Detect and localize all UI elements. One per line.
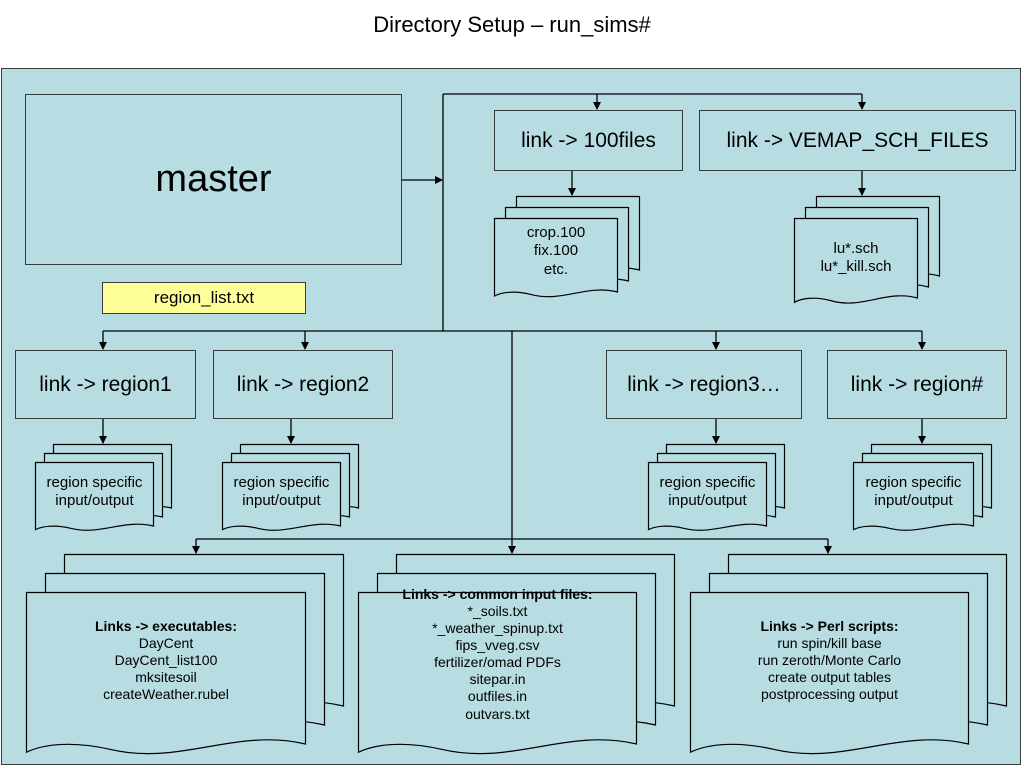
common-inputs-item: *_soils.txt	[467, 603, 528, 620]
document-page	[793, 217, 919, 304]
regionN-doc-line: region specific	[865, 474, 962, 491]
link-vemap-label: link -> VEMAP_SCH_FILES	[726, 128, 989, 152]
region-list-note[interactable]: region_list.txt	[102, 282, 306, 314]
executables-doc-text: Links -> executables: DayCent DayCent_li…	[26, 618, 306, 703]
executables-item: createWeather.rubel	[103, 686, 229, 703]
common-inputs-item: fips_vveg.csv	[455, 637, 540, 654]
region1-doc-stack[interactable]: region specific input/output	[34, 443, 173, 532]
perl-scripts-doc-stack[interactable]: Links -> Perl scripts: run spin/kill bas…	[689, 553, 1008, 755]
common-inputs-doc-stack-shape	[357, 553, 676, 755]
region2-doc-line: input/output	[242, 492, 321, 510]
region3-doc-stack-shape	[647, 443, 786, 531]
vemap-doc-stack[interactable]: lu*.sch lu*_kill.sch	[793, 195, 941, 304]
region1-doc-line: region specific	[46, 474, 143, 491]
files100-doc-stack-shape	[493, 195, 641, 298]
common-inputs-item: sitepar.in	[469, 671, 526, 688]
common-inputs-item: *_weather_spinup.txt	[432, 620, 563, 637]
link-regionN-label: link -> region#	[850, 372, 984, 396]
document-page	[221, 461, 342, 531]
regionN-doc-text: region specific input/output	[853, 474, 974, 511]
common-inputs-heading: Links -> common input files:	[402, 586, 593, 602]
link-region1-box[interactable]: link -> region1	[15, 350, 196, 419]
perl-scripts-item: run zeroth/Monte Carlo	[757, 652, 902, 669]
link-region1-label: link -> region1	[39, 372, 172, 396]
master-label: master	[155, 158, 272, 200]
perl-scripts-doc-stack-shape	[689, 553, 1008, 755]
master-box[interactable]: master	[25, 94, 402, 265]
region1-doc-text: region specific input/output	[35, 474, 154, 511]
link-region3-box[interactable]: link -> region3…	[606, 350, 802, 419]
link-region2-label: link -> region2	[236, 372, 370, 396]
document-page	[493, 217, 619, 298]
region-list-label: region_list.txt	[153, 288, 255, 307]
region2-doc-line: region specific	[233, 474, 330, 491]
region1-doc-stack-shape	[34, 443, 173, 531]
perl-scripts-item: postprocessing output	[761, 686, 898, 703]
common-inputs-item: outvars.txt	[465, 705, 530, 722]
vemap-doc-stack-shape	[793, 195, 941, 304]
region3-doc-line: region specific	[659, 474, 756, 491]
link-100files-label: link -> 100files	[521, 128, 656, 152]
vemap-doc-line: lu*.sch	[833, 240, 879, 257]
slide-title: Directory Setup – run_sims#	[373, 12, 651, 37]
executables-doc-stack[interactable]: Links -> executables: DayCent DayCent_li…	[25, 553, 345, 755]
executables-heading: Links -> executables:	[94, 618, 237, 634]
document-page	[689, 591, 970, 755]
vemap-doc-text: lu*.sch lu*_kill.sch	[794, 240, 918, 277]
vemap-doc-line: lu*_kill.sch	[820, 258, 892, 276]
link-100files-box[interactable]: link -> 100files	[494, 110, 683, 171]
link-vemap-box[interactable]: link -> VEMAP_SCH_FILES	[699, 110, 1016, 171]
region3-doc-stack[interactable]: region specific input/output	[647, 443, 786, 532]
executables-doc-stack-shape	[25, 553, 345, 755]
document-page	[34, 461, 155, 531]
document-page	[357, 591, 638, 755]
region2-doc-text: region specific input/output	[222, 474, 341, 511]
executables-item: DayCent_list100	[114, 652, 218, 669]
files100-doc-line: fix.100	[533, 242, 579, 260]
perl-scripts-item: run spin/kill base	[777, 635, 882, 652]
region3-doc-line: input/output	[668, 492, 747, 510]
common-inputs-item: fertilizer/omad PDFs	[434, 654, 561, 671]
files100-doc-text: crop.100 fix.100 etc.	[494, 224, 618, 279]
regionN-doc-line: input/output	[874, 492, 953, 510]
files100-doc-line: etc.	[543, 260, 569, 278]
document-page	[647, 461, 768, 531]
link-regionN-box[interactable]: link -> region#	[827, 350, 1007, 419]
perl-scripts-doc-text: Links -> Perl scripts: run spin/kill bas…	[690, 618, 969, 703]
files100-doc-line: crop.100	[526, 224, 586, 241]
region1-doc-line: input/output	[55, 492, 134, 510]
common-inputs-item: outfiles.in	[467, 688, 528, 705]
executables-item: DayCent	[138, 635, 194, 652]
region2-doc-stack[interactable]: region specific input/output	[221, 443, 360, 532]
regionN-doc-stack-shape	[852, 443, 993, 531]
region3-doc-text: region specific input/output	[648, 474, 767, 511]
document-page	[852, 461, 975, 531]
files100-doc-stack[interactable]: crop.100 fix.100 etc.	[493, 195, 641, 298]
regionN-doc-stack[interactable]: region specific input/output	[852, 443, 993, 532]
common-inputs-doc-stack[interactable]: Links -> common input files: *_soils.txt…	[357, 553, 676, 755]
link-region2-box[interactable]: link -> region2	[213, 350, 393, 419]
executables-item: mksitesoil	[135, 669, 197, 686]
link-region3-label: link -> region3…	[627, 372, 781, 396]
region2-doc-stack-shape	[221, 443, 360, 531]
perl-scripts-item: create output tables	[768, 669, 891, 686]
document-page	[25, 591, 307, 755]
common-inputs-doc-text: Links -> common input files: *_soils.txt…	[358, 586, 637, 723]
perl-scripts-heading: Links -> Perl scripts:	[760, 618, 899, 634]
